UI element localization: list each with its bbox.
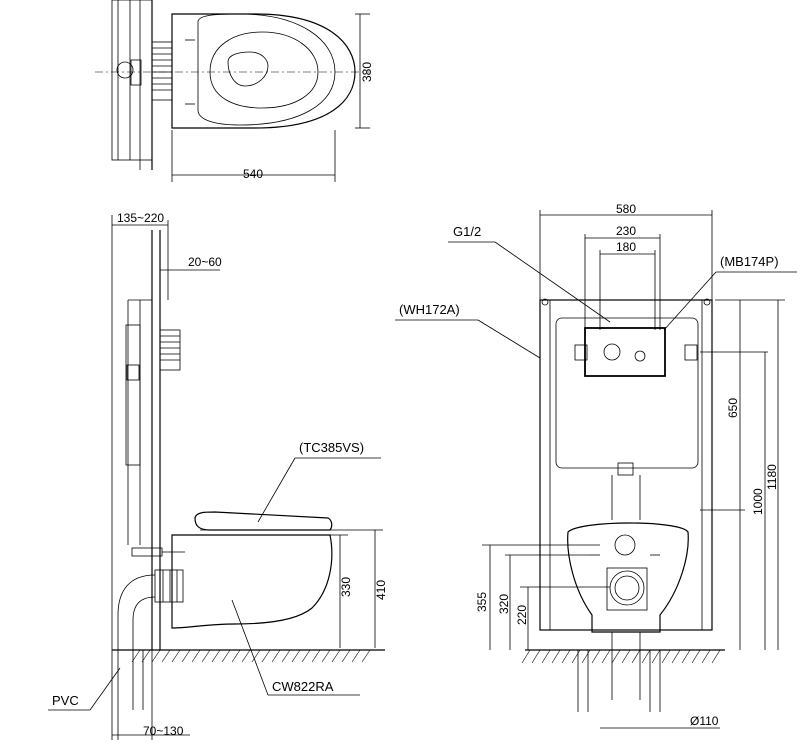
flush-plate xyxy=(584,327,666,377)
dim-580: 580 xyxy=(616,202,636,216)
top-view: 380 540 xyxy=(95,0,374,182)
dim-180: 180 xyxy=(616,240,636,254)
top-connector xyxy=(151,41,173,101)
dim-320: 320 xyxy=(497,594,511,614)
dim-135-220: 135~220 xyxy=(117,211,164,225)
dim-220: 220 xyxy=(515,605,529,625)
front-view: 580 230 180 xyxy=(395,202,797,729)
side-floor-hatch xyxy=(131,649,371,663)
dim-1180: 1180 xyxy=(765,464,779,490)
label-mb174p: (MB174P) xyxy=(720,254,779,269)
front-floor-hatch xyxy=(521,649,721,664)
label-cw822ra: CW822RA xyxy=(272,679,334,694)
dim-1000: 1000 xyxy=(751,488,765,515)
label-g12: G1/2 xyxy=(453,224,481,239)
dim-410: 410 xyxy=(374,580,388,600)
dim-650: 650 xyxy=(726,398,740,418)
bowl-side-outline xyxy=(171,534,333,629)
dim-70-130: 70~130 xyxy=(143,724,184,738)
dim-355: 355 xyxy=(475,592,489,612)
label-pvc: PVC xyxy=(52,693,79,708)
label-tc385vs: (TC385VS) xyxy=(299,440,364,455)
dim-230: 230 xyxy=(616,224,636,238)
dim-diameter-110: Ø110 xyxy=(690,714,719,728)
frame-outline xyxy=(539,299,713,631)
side-view: 135~220 20~60 xyxy=(48,211,388,740)
bowl-front-outline xyxy=(567,522,689,633)
dim-20-60: 20~60 xyxy=(188,255,222,269)
dim-380: 380 xyxy=(360,62,374,82)
dim-540: 540 xyxy=(243,167,263,181)
label-wh172a: (WH172A) xyxy=(399,302,460,317)
bowl-plan-outline xyxy=(171,13,356,129)
dim-330: 330 xyxy=(339,577,353,597)
